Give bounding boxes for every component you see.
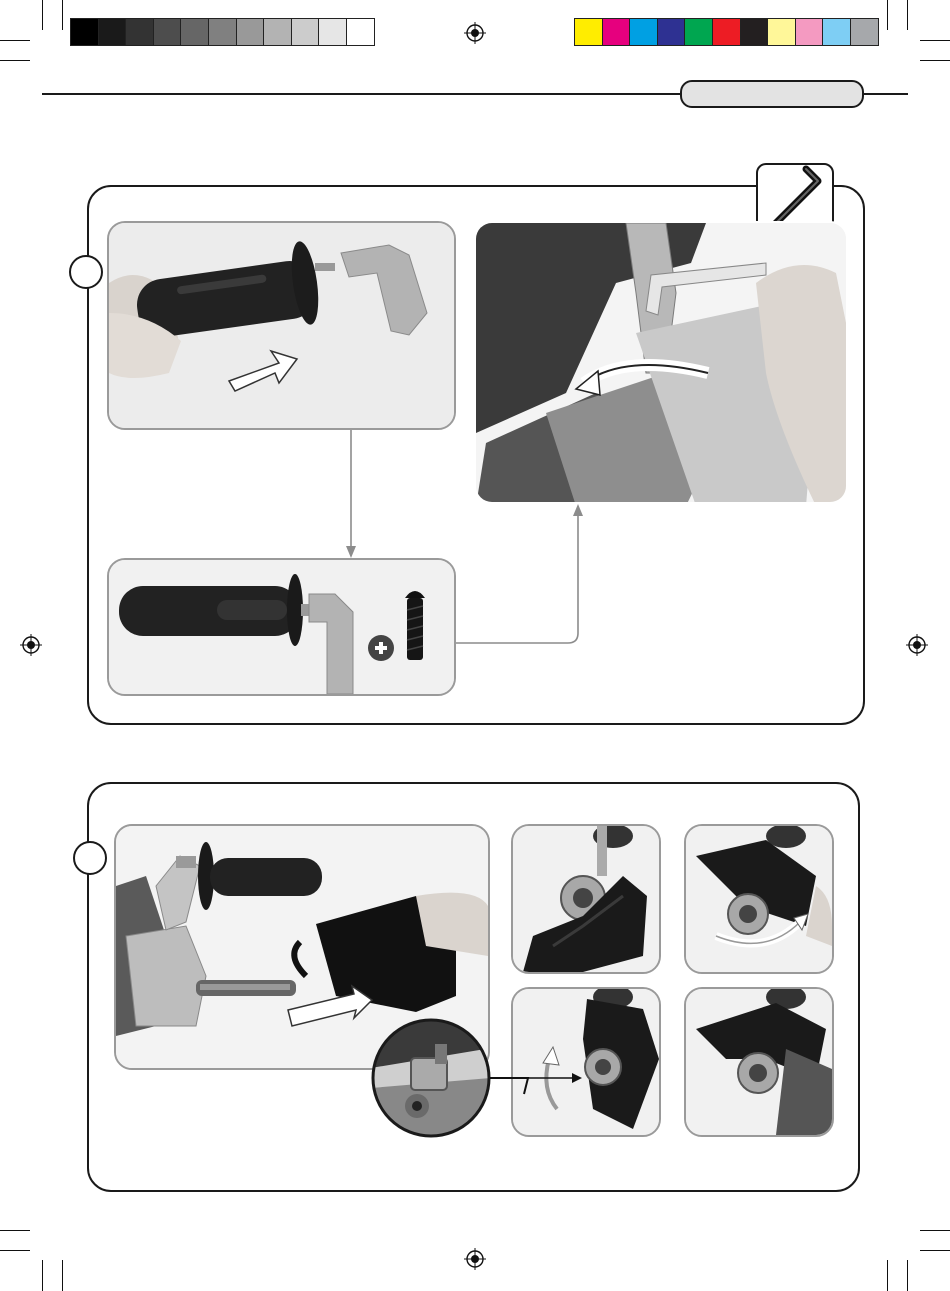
process-swatch-10 — [851, 19, 878, 45]
grayscale-swatch-8 — [292, 19, 320, 45]
photo-bolt-closeup — [371, 1018, 491, 1138]
crop-mark — [42, 1260, 43, 1291]
flow-arrows-handle-assembly — [340, 428, 590, 648]
process-swatch-2 — [630, 19, 658, 45]
step-number-circle — [73, 841, 107, 875]
process-swatch-4 — [685, 19, 713, 45]
crop-mark — [62, 0, 63, 30]
crop-mark — [887, 0, 888, 30]
crop-mark — [42, 0, 43, 30]
registration-target-icon — [464, 22, 486, 44]
grayscale-swatch-2 — [126, 19, 154, 45]
registration-target-icon — [464, 1248, 486, 1270]
process-swatch-6 — [741, 19, 769, 45]
grayscale-swatch-10 — [347, 19, 374, 45]
photo-grip-and-bracket — [107, 221, 456, 430]
hex-key-icon — [488, 1060, 584, 1100]
process-swatch-3 — [658, 19, 686, 45]
crop-mark — [0, 1230, 30, 1231]
step-number-circle — [69, 255, 103, 289]
crop-mark — [62, 1260, 63, 1291]
process-swatch-7 — [768, 19, 796, 45]
process-swatch-8 — [796, 19, 824, 45]
grayscale-swatch-3 — [154, 19, 182, 45]
crop-mark — [0, 60, 30, 61]
registration-target-icon — [906, 634, 928, 656]
crop-mark — [0, 40, 30, 41]
crop-mark — [920, 1250, 950, 1251]
grayscale-swatch-4 — [181, 19, 209, 45]
crop-mark — [907, 1260, 908, 1291]
section-tab — [680, 80, 864, 108]
photo-guard-step-4 — [684, 987, 834, 1137]
grayscale-swatch-7 — [264, 19, 292, 45]
crop-mark — [907, 0, 908, 30]
crop-mark — [920, 1230, 950, 1231]
crop-mark — [920, 60, 950, 61]
grayscale-swatch-6 — [237, 19, 265, 45]
process-swatch-5 — [713, 19, 741, 45]
grayscale-swatch-5 — [209, 19, 237, 45]
process-swatch-1 — [603, 19, 631, 45]
photo-guard-step-1 — [511, 824, 661, 974]
registration-target-icon — [20, 634, 42, 656]
grayscale-swatch-9 — [319, 19, 347, 45]
grayscale-swatch-1 — [99, 19, 127, 45]
grayscale-swatch-0 — [71, 19, 99, 45]
grayscale-color-bar — [70, 18, 375, 46]
crop-mark — [920, 40, 950, 41]
crop-mark — [0, 1250, 30, 1251]
process-color-bar — [574, 18, 879, 46]
crop-mark — [887, 1260, 888, 1291]
process-swatch-9 — [823, 19, 851, 45]
photo-guard-step-2 — [684, 824, 834, 974]
process-swatch-0 — [575, 19, 603, 45]
